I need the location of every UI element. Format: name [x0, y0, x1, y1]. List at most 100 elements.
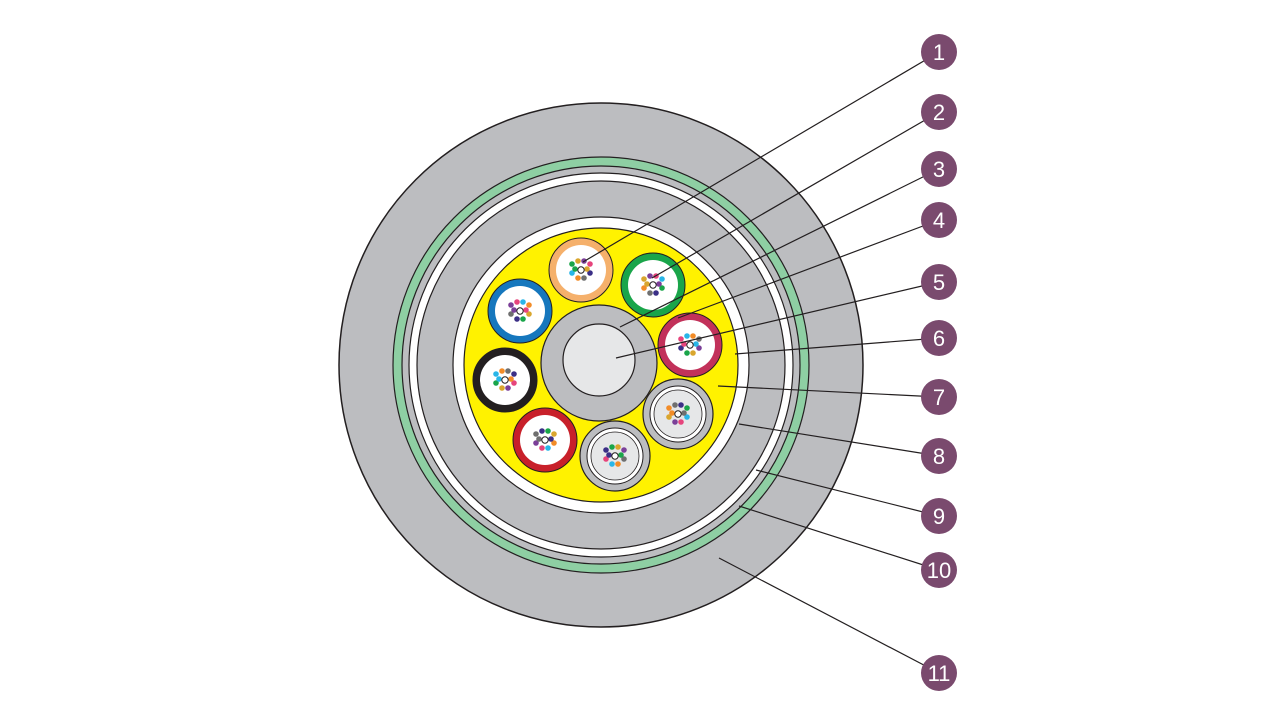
fiber — [511, 371, 517, 377]
fiber — [603, 456, 609, 462]
fiber — [514, 316, 520, 322]
fiber — [493, 380, 499, 386]
callout-number: 6 — [933, 326, 945, 351]
fiber — [618, 452, 624, 458]
fiber — [684, 414, 690, 420]
fiber — [684, 350, 690, 356]
callout-badge: 3 — [921, 151, 957, 187]
loose-tube — [657, 312, 723, 378]
fiber — [684, 333, 690, 339]
fiber — [508, 376, 514, 382]
fiber — [508, 311, 514, 317]
fiber — [647, 273, 653, 279]
fiber — [696, 345, 702, 351]
fiber — [666, 405, 672, 411]
fiber — [606, 452, 612, 458]
leader-line — [717, 385, 940, 398]
fiber — [496, 376, 502, 382]
fiber — [539, 445, 545, 451]
callout-badge: 9 — [921, 498, 957, 534]
fiber — [508, 302, 514, 308]
callout-number: 5 — [933, 270, 945, 295]
loose-tube — [512, 407, 578, 473]
fiber — [514, 299, 520, 305]
fiber — [545, 428, 551, 434]
fiber — [678, 419, 684, 425]
fiber — [499, 385, 505, 391]
fiber — [520, 299, 526, 305]
callout-number: 11 — [928, 661, 951, 686]
filler-tube — [642, 378, 714, 450]
fiber — [587, 270, 593, 276]
fiber — [690, 350, 696, 356]
fiber — [684, 405, 690, 411]
fiber — [656, 281, 662, 287]
callout-badge: 4 — [921, 202, 957, 238]
fiber — [581, 275, 587, 281]
leader-line — [615, 281, 940, 359]
fiber — [569, 270, 575, 276]
fiber — [505, 368, 511, 374]
central-member-core — [562, 323, 636, 397]
callout-badge: 5 — [921, 264, 957, 300]
fiber — [533, 440, 539, 446]
fiber — [644, 281, 650, 287]
fiber — [505, 385, 511, 391]
fiber — [551, 431, 557, 437]
fiber — [678, 336, 684, 342]
fiber — [659, 285, 665, 291]
leader-line — [738, 505, 940, 571]
fiber — [690, 333, 696, 339]
callout-badge: 2 — [921, 94, 957, 130]
callout-badge: 10 — [921, 552, 957, 588]
callout-badge: 11 — [921, 655, 957, 691]
fiber — [526, 302, 532, 308]
loose-tube — [548, 237, 614, 303]
fiber — [659, 276, 665, 282]
leader-lines — [582, 51, 940, 674]
fiber — [672, 419, 678, 425]
filler-tube — [579, 420, 651, 492]
leader-line — [734, 337, 940, 355]
fiber — [666, 414, 672, 420]
callout-badge: 6 — [921, 320, 957, 356]
fiber — [609, 461, 615, 467]
fiber — [641, 285, 647, 291]
fiber — [603, 447, 609, 453]
leader-line — [651, 111, 940, 279]
fiber — [551, 440, 557, 446]
fiber — [669, 410, 675, 416]
fiber — [678, 402, 684, 408]
leader-line — [619, 168, 940, 328]
fiber — [511, 307, 517, 313]
loose-tube — [487, 278, 553, 344]
fiber — [621, 447, 627, 453]
cable-layers — [338, 102, 864, 628]
fiber — [575, 258, 581, 264]
fiber — [548, 436, 554, 442]
callout-number: 7 — [933, 385, 945, 410]
fiber — [569, 261, 575, 267]
fiber — [533, 431, 539, 437]
fiber — [672, 402, 678, 408]
loose-tubes — [472, 237, 723, 492]
callout-number: 10 — [927, 558, 951, 583]
fiber — [526, 311, 532, 317]
fiber — [653, 290, 659, 296]
fiber — [539, 428, 545, 434]
fiber — [678, 345, 684, 351]
loose-tube — [472, 347, 538, 413]
fiber — [693, 341, 699, 347]
fiber — [621, 456, 627, 462]
leader-line — [738, 423, 940, 457]
loose-tube — [620, 252, 686, 318]
fiber — [493, 371, 499, 377]
callout-badge: 7 — [921, 379, 957, 415]
fiber — [523, 307, 529, 313]
fiber — [647, 290, 653, 296]
fiber — [545, 445, 551, 451]
fiber — [575, 275, 581, 281]
callout-number: 9 — [933, 504, 945, 529]
